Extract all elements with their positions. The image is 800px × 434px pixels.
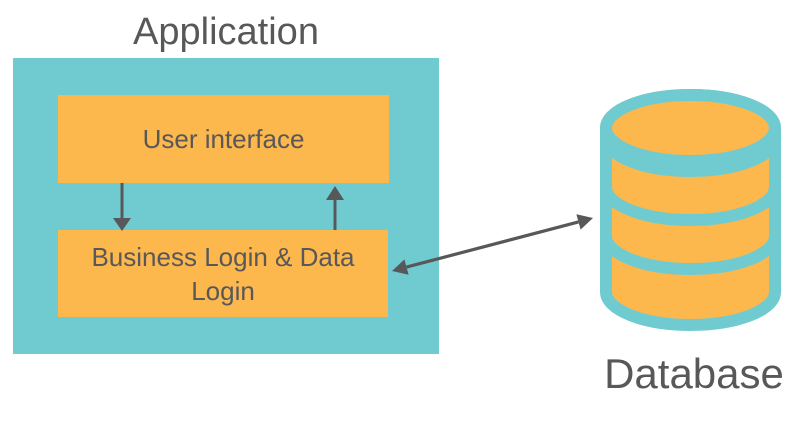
user-interface-label: User interface xyxy=(142,124,305,154)
business-logic-label-line2: Login xyxy=(191,275,255,306)
database-label: Database xyxy=(604,350,784,397)
database-body xyxy=(600,89,781,331)
business-logic-label-line1: Business Login & Data xyxy=(91,241,355,272)
business-logic-node: Business Login & Data Login xyxy=(58,230,388,317)
database-top-disk xyxy=(600,89,781,167)
database-separator-1 xyxy=(600,137,781,177)
user-interface-node: User interface xyxy=(58,95,389,183)
application-title: Application xyxy=(133,11,319,53)
database-separator-3 xyxy=(600,235,781,275)
database-cylinder-icon xyxy=(600,89,781,331)
database-separator-2 xyxy=(600,186,781,226)
